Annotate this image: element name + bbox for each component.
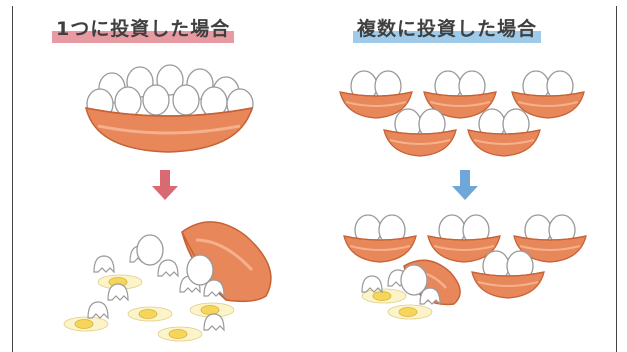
basket-icon [343, 214, 417, 263]
egg-icon [86, 64, 254, 120]
basket-icon [467, 108, 541, 157]
full-basket-icon [84, 64, 254, 153]
basket-icon [383, 108, 457, 157]
down-arrow-icon [452, 170, 478, 200]
down-arrow-icon [152, 170, 178, 200]
left-panel-title: 1つに投資した場合 [52, 14, 235, 43]
right-panel-title: 複数に投資した場合 [353, 14, 542, 43]
tipped-basket-icon [181, 221, 272, 303]
